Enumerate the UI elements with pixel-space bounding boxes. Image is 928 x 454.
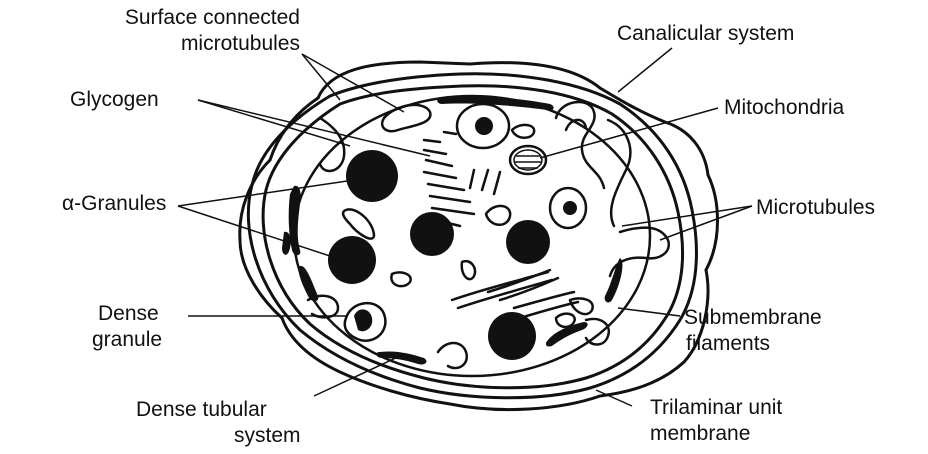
- leader-alpha-1: [178, 180, 354, 206]
- leader-canalicular: [618, 48, 672, 92]
- leader-microtubules-2: [660, 206, 752, 240]
- dense-body: [563, 201, 577, 215]
- label-glycogen: Glycogen: [70, 88, 159, 112]
- label-surface-connected-line1: Surface connected: [72, 6, 300, 30]
- alpha-granule: [488, 312, 536, 360]
- label-mitochondria: Mitochondria: [724, 96, 844, 120]
- dense-granule-core: [354, 309, 372, 331]
- label-trilaminar-line1: Trilaminar unit: [650, 396, 782, 420]
- label-microtubules: Microtubules: [756, 196, 875, 220]
- label-canalicular-system: Canalicular system: [617, 22, 794, 46]
- leader-microtubules-1: [622, 206, 752, 226]
- trilaminar-membrane: [248, 74, 696, 398]
- label-submembrane-line1: Submembrane: [684, 306, 822, 330]
- label-dense-granule-line1: Dense: [98, 302, 159, 326]
- label-submembrane-line2: filaments: [686, 332, 770, 356]
- label-trilaminar-line2: membrane: [650, 422, 750, 446]
- leader-alpha-2: [178, 206, 336, 258]
- label-dense-tubular-line1: Dense tubular: [136, 398, 267, 422]
- mitochondrion: [514, 150, 542, 170]
- label-surface-connected-line2: microtubules: [72, 32, 300, 56]
- leader-mitochondria: [540, 108, 718, 158]
- inner-ring: [294, 96, 650, 376]
- label-alpha-granules: α-Granules: [62, 192, 166, 216]
- alpha-granule: [346, 150, 398, 202]
- dense-body: [475, 117, 493, 135]
- alpha-granule: [506, 220, 550, 264]
- alpha-granule: [328, 236, 376, 284]
- label-dense-tubular-line2: system: [234, 424, 301, 448]
- organelle-outlines: [343, 104, 593, 341]
- alpha-granule: [410, 212, 454, 256]
- glycogen-particles: [424, 132, 474, 226]
- label-dense-granule-line2: granule: [92, 328, 162, 352]
